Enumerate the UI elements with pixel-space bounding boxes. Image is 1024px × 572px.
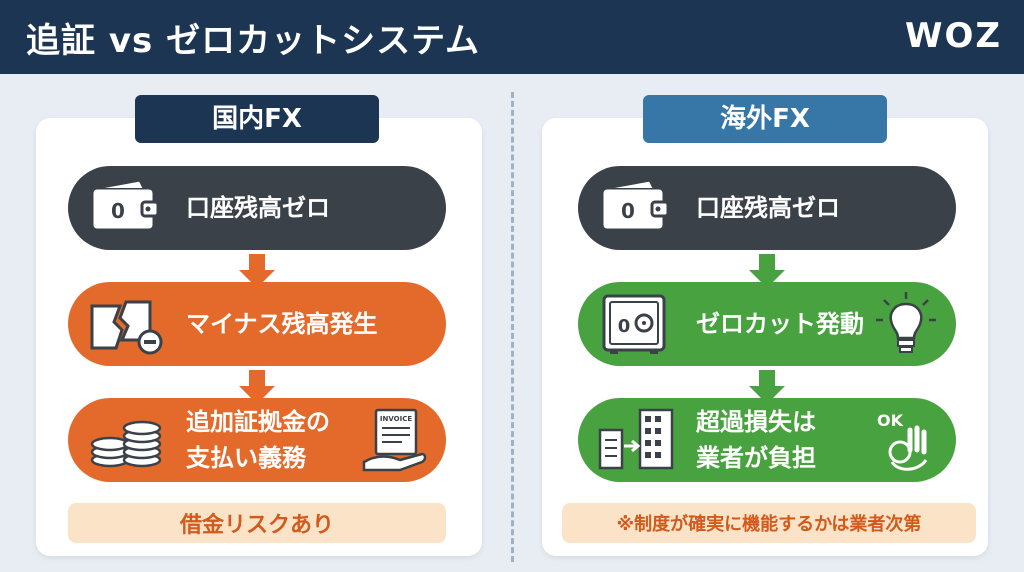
right-step-balance-zero: 0 口座残高ゼロ <box>578 166 956 250</box>
step-label-line1: 超過損失は <box>696 408 816 436</box>
arrow-down-icon <box>749 254 785 288</box>
right-step-broker-covers-loss: 超過損失は 業者が負担 OK <box>578 398 956 482</box>
brand-logo: WOZ <box>904 16 1002 56</box>
step-label-line2: 業者が負担 <box>696 444 816 472</box>
wallet-icon: 0 <box>600 178 670 232</box>
step-label: 口座残高ゼロ <box>696 194 840 222</box>
step-label: ゼロカット発動 <box>696 310 864 338</box>
left-step-margin-call: 追加証拠金の 支払い義務 INVOICE <box>68 398 446 482</box>
arrow-down-icon <box>239 254 275 288</box>
page-title: 追証 vs ゼロカットシステム <box>26 21 481 61</box>
step-label: マイナス残高発生 <box>186 310 378 338</box>
wallet-zero-text: 0 <box>621 199 635 223</box>
right-step-zerocut-activated: 0 ゼロカット発動 <box>578 282 956 366</box>
broker-dependency-note: ※制度が確実に機能するかは業者次第 <box>562 503 976 543</box>
company-building-icon <box>598 408 674 470</box>
safe-icon: 0 <box>602 294 666 354</box>
safe-zero-text: 0 <box>618 316 631 337</box>
ok-hand-icon: OK <box>877 411 928 471</box>
arrow-down-icon <box>239 370 275 404</box>
invoice-text: INVOICE <box>380 415 412 423</box>
lightbulb-icon <box>876 292 936 353</box>
broken-wallet-minus-icon <box>90 300 163 355</box>
step-label-line2: 支払い義務 <box>186 444 306 472</box>
ok-text: OK <box>877 411 904 430</box>
step-label: 追加証拠金の 支払い義務 <box>186 398 330 482</box>
coin-stack-icon <box>90 420 162 468</box>
header-bar: 追証 vs ゼロカットシステム WOZ <box>0 0 1024 74</box>
invoice-hand-icon: INVOICE <box>362 408 427 472</box>
wallet-zero-text: 0 <box>111 199 125 223</box>
step-label-line1: 追加証拠金の <box>186 408 330 436</box>
wallet-icon: 0 <box>90 178 160 232</box>
domestic-fx-title: 国内FX <box>135 95 379 143</box>
step-label: 超過損失は 業者が負担 <box>696 398 816 482</box>
center-divider <box>511 92 514 562</box>
arrow-down-icon <box>749 370 785 404</box>
overseas-fx-title: 海外FX <box>643 95 887 143</box>
step-label: 口座残高ゼロ <box>186 194 330 222</box>
left-step-negative-balance: マイナス残高発生 <box>68 282 446 366</box>
left-step-balance-zero: 0 口座残高ゼロ <box>68 166 446 250</box>
debt-risk-note: 借金リスクあり <box>68 503 446 543</box>
